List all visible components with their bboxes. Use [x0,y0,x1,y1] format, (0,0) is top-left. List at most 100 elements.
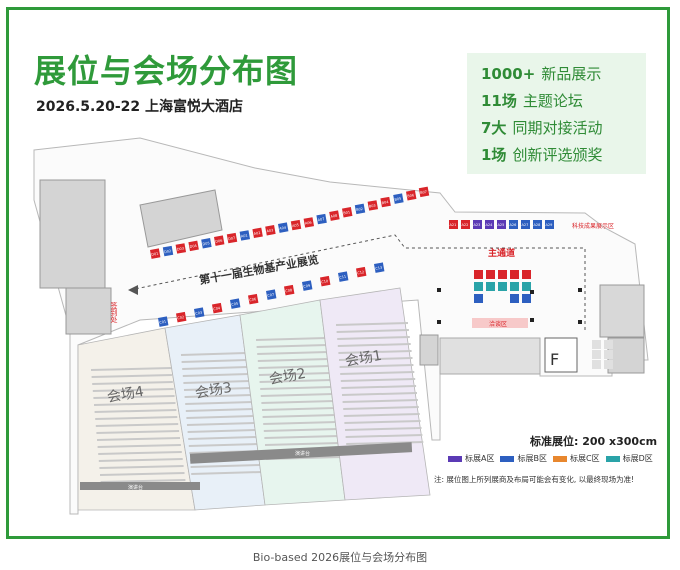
service-block [139,189,223,248]
booth-label: B03 [369,203,376,208]
stage-bar [189,442,413,464]
booth-label: B01 [343,210,350,215]
booth [510,282,519,291]
legend-item: 标展C区 [552,453,600,464]
booth [510,294,519,303]
booth [510,270,519,279]
seat-row [188,436,257,440]
seat-row [185,401,253,405]
booth [522,294,531,303]
seat-row [95,416,178,420]
seat-row [259,379,332,383]
booth: A02 [252,227,263,239]
booth: C09 [302,280,313,291]
pillar [578,320,582,324]
seat-row [94,409,177,413]
seat-row [182,373,249,377]
booth-label: A27 [522,223,529,227]
booth: C07 [266,289,277,300]
booth-label: A28 [534,223,541,227]
booth: B07 [418,186,430,198]
seat-row [256,344,327,348]
service-block [419,334,439,366]
booth-label: A03 [266,228,273,233]
booth-label: C10 [321,279,328,284]
booth: C08 [284,284,295,296]
legend-item: 标展D区 [605,453,653,464]
seat-row [186,415,255,419]
seat-row [345,434,423,438]
booth: C11 [338,271,349,282]
booth [498,282,507,291]
booth-label: C12 [357,270,364,275]
pillar [530,290,534,294]
stage-label: 演讲台 [128,484,143,491]
legend-item: 标展B区 [500,453,547,464]
booth-label: A29 [546,223,553,227]
booth [592,360,601,369]
seat-row [92,381,173,385]
booth: D01 [150,248,161,259]
seat-row [181,359,247,363]
seat-row [98,458,183,462]
stat-item: 11场主题论坛 [481,92,583,110]
seat-row [92,388,174,392]
booth-label: C09 [303,284,310,289]
booth-label: D04 [189,244,197,249]
booth-label: D01 [151,252,159,257]
booth-label: A26 [510,223,517,227]
stage-label: 演讲台 [295,450,310,457]
booth: D06 [214,235,225,246]
booth: C02 [176,311,187,323]
seat-row [183,387,251,391]
seat-row [335,322,409,326]
legend-swatch [605,455,620,462]
legend-swatch [500,455,515,462]
stat-item: 7大同期对接活动 [481,119,603,137]
service-block [599,284,645,338]
booth-label: B02 [356,207,363,212]
booth: B04 [380,196,391,208]
booth [522,282,531,291]
event-date-venue: 2026.5.20-22 上海富悦大酒店 [36,99,243,115]
lounge-label: 洽谈区 [489,320,507,328]
booth [604,360,613,369]
stair-icon: F [550,350,559,369]
seat-row [99,465,184,469]
booth [604,350,613,359]
booth: A24 [485,220,494,229]
seat-row [344,420,421,424]
seat-row [258,365,330,369]
seat-row [341,392,418,396]
seat-row [343,406,419,410]
seat-row [98,451,182,455]
stair-block [544,337,578,373]
booth: A26 [509,220,518,229]
booth: A25 [497,220,506,229]
seat-row [337,343,411,347]
booth: C10 [320,275,331,287]
booth: B03 [367,200,379,211]
pillar [437,320,441,324]
booth: B06 [406,190,417,201]
booth: A08 [329,210,340,221]
booth-label: D02 [164,249,172,254]
page-title: 展位与会场分布图 [34,52,299,90]
seat-row [90,367,172,371]
seat-row [186,422,256,426]
booth: A23 [473,220,482,229]
booth: B05 [393,193,404,204]
seat-row [96,430,180,434]
booth-label: D07 [228,236,236,241]
booth [592,340,601,349]
main-aisle-label: 主通道 [488,247,515,259]
booth [486,270,495,279]
booth: A03 [265,225,276,236]
seat-row [180,352,247,356]
booth-label: A01 [241,233,248,238]
legend-title: 标准展位: 200 x300cm [530,435,658,448]
booth: C12 [356,266,367,278]
seat-row [255,337,327,341]
booth: C03 [194,307,205,318]
